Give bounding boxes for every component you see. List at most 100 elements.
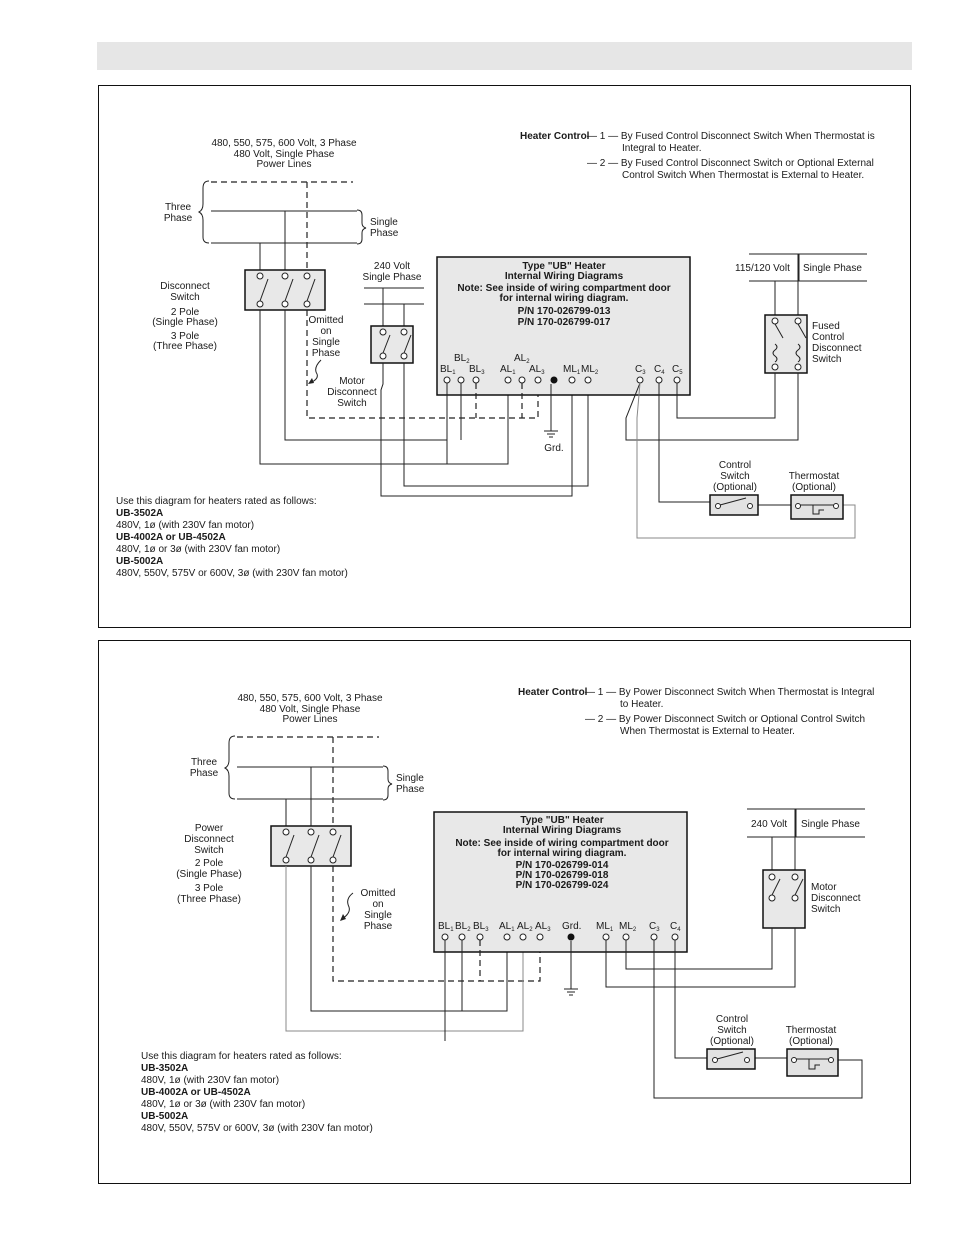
usage-intro: Use this diagram for heaters rated as fo… [116,496,317,507]
three-phase-label-2: Phase [164,213,193,224]
terminal-label: BL3 [469,364,485,376]
right-switch-label-1: Fused [812,321,840,332]
terminal-label: ML2 [581,364,599,376]
switch-terminal [256,272,264,280]
control-switch-optional[interactable] [709,494,759,516]
terminal-ml1 [602,933,610,941]
omitted-arrow [309,359,322,384]
right-switch-label-1: Motor [811,882,837,893]
switch-terminal [303,300,311,308]
ground-label: Grd. [562,921,581,932]
power-lines-label-2: 480 Volt, Single Phase [260,704,361,715]
heater-box-pn-2: P/N 170-026799-017 [518,317,611,328]
thermostat-return-wire [636,382,856,539]
right-supply-phase: Single Phase [801,819,860,830]
terminal-al2 [518,376,526,384]
wire-al1 [310,866,508,1012]
power-lines-label-1: 480, 550, 575, 600 Volt, 3 Phase [211,138,357,149]
thermostat-element [812,505,824,515]
single-phase-label-2: Phase [396,784,425,795]
omitted-label-1: Omitted [360,888,395,899]
heater-control-label: Heater Control [518,687,588,698]
right-switch-label-4: Switch [812,354,841,365]
terminal-c4 [671,933,679,941]
terminal-al3 [534,376,542,384]
usage-intro: Use this diagram for heaters rated as fo… [141,1051,342,1062]
thermostat-element [808,1059,820,1070]
terminal-label: BL3 [473,921,489,933]
switch-terminal [771,317,779,325]
terminal-label: C4 [670,921,681,933]
terminal-bl2 [458,933,466,941]
switch-blade [716,1051,744,1060]
terminal-c3 [650,933,658,941]
heater-box-pn-1: P/N 170-026799-014 [516,860,609,871]
terminal-grd [550,376,558,384]
header-bar [97,42,912,70]
switch-blade [771,878,781,896]
three-phase-label-2: Phase [190,768,219,779]
terminal-al2 [519,933,527,941]
disconnect-label-5: (Single Phase) [176,869,242,880]
omitted-label-2: on [320,326,331,337]
terminal-label: AL3 [529,364,545,376]
wiring-diagram-2: 480, 550, 575, 600 Volt, 3 Phase 480 Vol… [141,687,874,1134]
switch-terminal [768,873,776,881]
control-switch-label-1: Control [716,1014,748,1025]
switch-terminal [329,856,337,864]
heater-control-line-3: — 2 — By Fused Control Disconnect Switch… [587,158,874,169]
three-phase-brace [223,735,236,800]
right-supply-voltage: 240 Volt [751,819,787,830]
control-wire-c4 [674,940,708,1059]
usage-model-3: UB-5002A [116,556,163,567]
right-switch-label-3: Switch [811,904,840,915]
switch-terminal [744,1057,750,1063]
terminal-bl2 [457,376,465,384]
switch-blade [797,323,807,339]
terminal-bl1 [443,376,451,384]
switch-terminal [794,363,802,371]
disconnect-label-3: Switch [194,845,223,856]
usage-model-3: UB-5002A [141,1111,188,1122]
heater-wiring-box [436,256,691,396]
omitted-label-4: Phase [312,348,341,359]
switch-terminal [768,894,776,902]
right-switch-label-2: Disconnect [811,893,861,904]
heater-box-pn-3: P/N 170-026799-024 [516,880,609,891]
usage-model-2: UB-4002A or UB-4502A [116,532,226,543]
switch-blade [403,334,412,354]
control-switch-label-2: Switch [720,471,749,482]
disconnect-label-6: (Three Phase) [153,341,217,352]
fuse-symbol [795,343,801,363]
control-switch-optional[interactable] [706,1048,756,1070]
switch-terminal [329,828,337,836]
disconnect-label-2: Switch [170,292,199,303]
omitted-arrow-head [340,914,346,921]
switch-terminal [307,856,315,864]
terminal-bl3 [476,933,484,941]
heater-wiring-box [433,811,688,953]
switch-terminal [794,317,802,325]
heater-control-line-3: — 2 — By Power Disconnect Switch or Opti… [585,714,865,725]
usage-model-1: UB-3502A [141,1063,188,1074]
right-supply-phase: Single Phase [803,263,862,274]
disconnect-label-2: Disconnect [184,834,234,845]
switch-terminal [281,272,289,280]
power-lines-label-3: Power Lines [282,714,337,725]
usage-model-1: UB-3502A [116,508,163,519]
switch-terminal [833,503,839,509]
terminal-label: AL1 [500,364,516,376]
thermostat-return-wire [653,940,863,1099]
fused-control-disconnect-switch[interactable] [764,314,808,374]
switch-terminal [379,352,387,360]
disconnect-label-4: 2 Pole [195,858,224,869]
terminal-c3 [636,376,644,384]
right-switch-label-2: Control [812,332,844,343]
wire-dashed-al3 [332,866,541,982]
thermostat-label-2: (Optional) [789,1036,833,1047]
switch-terminal [747,503,753,509]
terminal-bl1 [441,933,449,941]
three-phase-label-1: Three [191,757,218,768]
switch-terminal [828,1057,834,1063]
heater-control-line-1: — 1 — By Power Disconnect Switch When Th… [585,687,874,698]
